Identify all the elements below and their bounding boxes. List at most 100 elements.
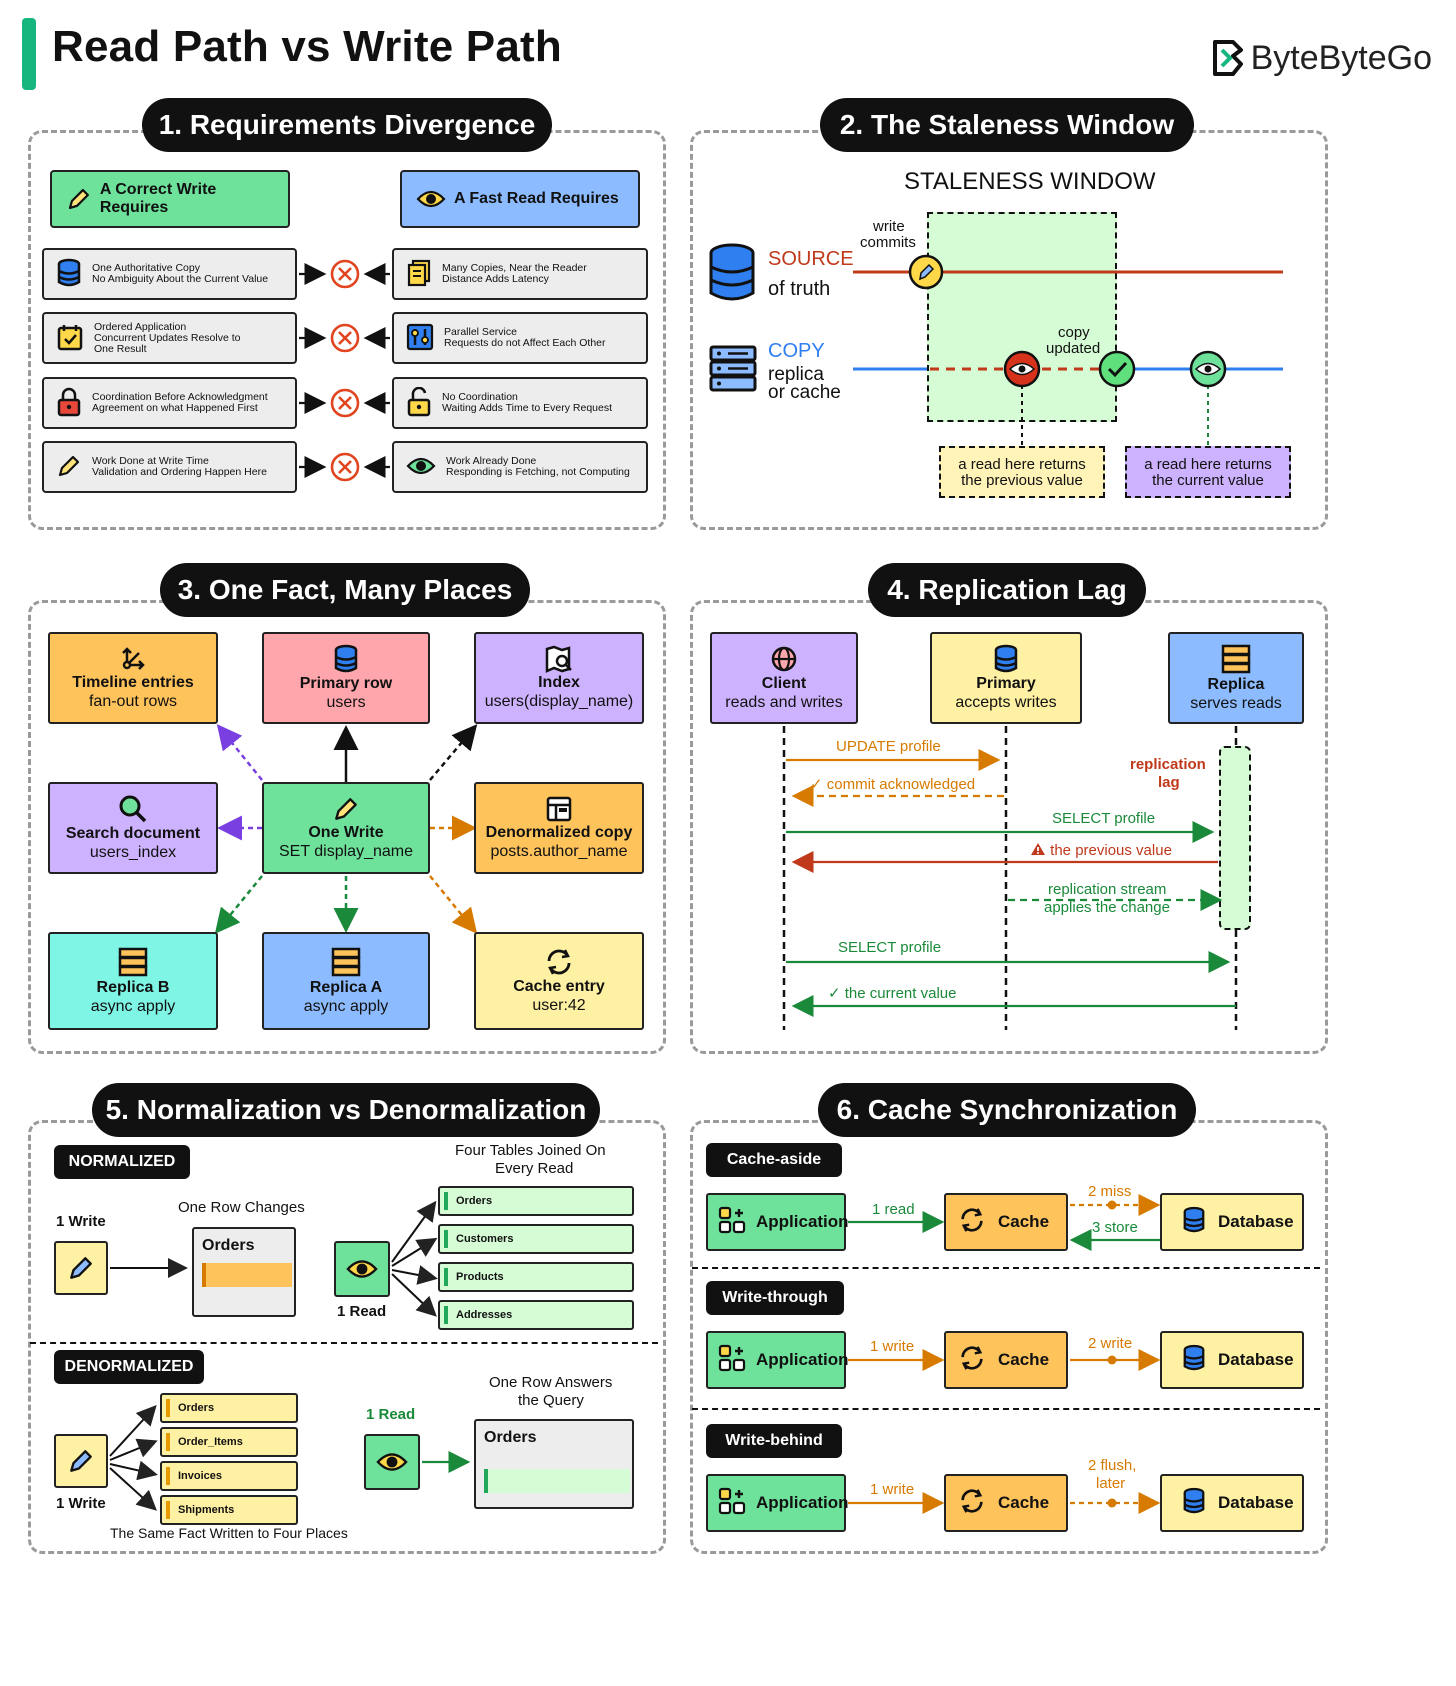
client-sub: reads and writes	[725, 694, 843, 711]
section-title-2: 2. The Staleness Window	[820, 98, 1194, 152]
primary-sub: accepts writes	[955, 694, 1057, 711]
timeline-entries-title: Timeline entries	[72, 674, 194, 691]
database-node: Database	[1160, 1193, 1304, 1251]
norm-table-products: Products	[438, 1262, 634, 1292]
database-icon	[1182, 1487, 1206, 1520]
req-right-line: Many Copies, Near the Reader	[442, 262, 587, 274]
four-tables-label-2: Every Read	[495, 1160, 574, 1177]
section-title-1: 1. Requirements Divergence	[142, 98, 552, 152]
cache-entry-box: Cache entry user:42	[474, 932, 644, 1030]
req-right-line: Work Already Done	[446, 455, 537, 467]
replica-b-title: Replica B	[96, 979, 170, 996]
cache-divider-2	[692, 1408, 1320, 1410]
denorm-orders-table: Orders	[474, 1419, 634, 1509]
database-label: Database	[1218, 1212, 1294, 1231]
replica-a-sub: async apply	[303, 998, 389, 1015]
req-right-line: Requests do not Affect Each Other	[444, 337, 606, 349]
write-behind-l2-1: 2 flush,	[1088, 1457, 1137, 1474]
req-left-line: One Authoritative Copy	[92, 262, 200, 274]
req-left-line: Work Done at Write Time	[92, 455, 209, 467]
server-icon	[709, 345, 757, 392]
database-icon	[1182, 1206, 1206, 1239]
pattern-tag: Write-behind	[706, 1424, 842, 1458]
section-title-5: 5. Normalization vs Denormalization	[92, 1083, 600, 1137]
page-title: Read Path vs Write Path	[52, 22, 562, 71]
write-through-l2: 2 write	[1088, 1335, 1133, 1352]
msg-select-profile-2: SELECT profile	[838, 939, 942, 956]
read-requires-header: A Fast Read Requires	[400, 170, 640, 228]
lock-icon	[56, 387, 82, 420]
msg-replication-stream-2: applies the change	[1044, 899, 1170, 916]
database-node: Database	[1160, 1331, 1304, 1389]
conflict-x-icon	[330, 388, 360, 418]
pencil-icon	[70, 1450, 92, 1472]
primary-row-sub: users	[326, 694, 366, 711]
application-node: Application	[706, 1193, 849, 1251]
copies-icon	[406, 258, 432, 291]
replica-title: Replica	[1207, 676, 1265, 693]
cache-node: Cache	[944, 1193, 1068, 1251]
copy-label: COPY	[768, 340, 825, 362]
unlock-icon	[406, 386, 432, 420]
copy-updated-label-2: updated	[1046, 340, 1101, 357]
timeline-entries-sub: fan-out rows	[88, 693, 178, 710]
normalization-divider	[30, 1342, 658, 1344]
denorm-table-invoices: Invoices	[160, 1461, 298, 1491]
req-right-line: Distance Adds Latency	[442, 273, 549, 285]
database-icon	[709, 243, 755, 301]
application-node: Application	[706, 1331, 849, 1389]
four-tables-label-1: Four Tables Joined On	[455, 1142, 606, 1159]
eye-icon	[406, 454, 436, 481]
fan-out-icon	[122, 647, 145, 670]
changed-row	[202, 1263, 292, 1287]
norm-read-eye-box	[334, 1241, 390, 1297]
search-document-box: Search document users_index	[48, 782, 218, 874]
denorm-one-write-label: 1 Write	[56, 1495, 106, 1512]
req-left-line: One Result	[94, 342, 147, 355]
write-commits-label-1: write	[873, 218, 905, 235]
map-search-icon	[545, 645, 572, 673]
same-fact-label: The Same Fact Written to Four Places	[110, 1525, 348, 1541]
msg-current-value: ✓ the current value	[828, 985, 957, 1002]
search-document-sub: users_index	[89, 844, 177, 861]
req-left-line: No Ambiguity About the Current Value	[92, 273, 269, 285]
application-node: Application	[706, 1474, 849, 1532]
one-row-answers-label-2: the Query	[518, 1392, 584, 1409]
req-left-line: Concurrent Updates Resolve to	[94, 331, 241, 344]
replica-sub: serves reads	[1190, 695, 1282, 712]
search-document-title: Search document	[65, 825, 201, 842]
replica-b-box: Replica B async apply	[48, 932, 218, 1030]
write-behind-l2-2: later	[1096, 1475, 1126, 1492]
norm-table-orders: Orders	[438, 1186, 634, 1216]
msg-select-profile-1: SELECT profile	[1052, 810, 1156, 827]
conflict-x-icon	[330, 323, 360, 353]
database-icon	[1182, 1344, 1206, 1377]
denorm-table-shipments: Shipments	[160, 1495, 298, 1525]
norm-write-pencil-box	[54, 1241, 108, 1295]
req-right-line: Responding is Fetching, not Computing	[446, 466, 630, 478]
section-title-3: 3. One Fact, Many Places	[160, 563, 530, 617]
conflict-x-icon	[330, 259, 360, 289]
norm-one-write-label: 1 Write	[56, 1213, 106, 1230]
req-right-line: No Coordination	[442, 391, 518, 403]
primary-row-title: Primary row	[299, 675, 393, 692]
one-write-sub: SET display_name	[279, 843, 413, 860]
msg-commit-acknowledged: ✓ commit acknowledged	[810, 776, 976, 793]
copy-sub-label-1: replica	[768, 364, 824, 385]
primary-box: Primary accepts writes	[930, 632, 1082, 724]
one-row-changes-label: One Row Changes	[178, 1199, 305, 1216]
staleness-window-title: STALENESS WINDOW	[904, 168, 1156, 195]
cache-divider-1	[692, 1267, 1320, 1269]
note-current-value: a read here returns the current value	[1125, 446, 1291, 498]
norm-orders-table: Orders	[192, 1227, 296, 1317]
client-title: Client	[761, 675, 807, 692]
